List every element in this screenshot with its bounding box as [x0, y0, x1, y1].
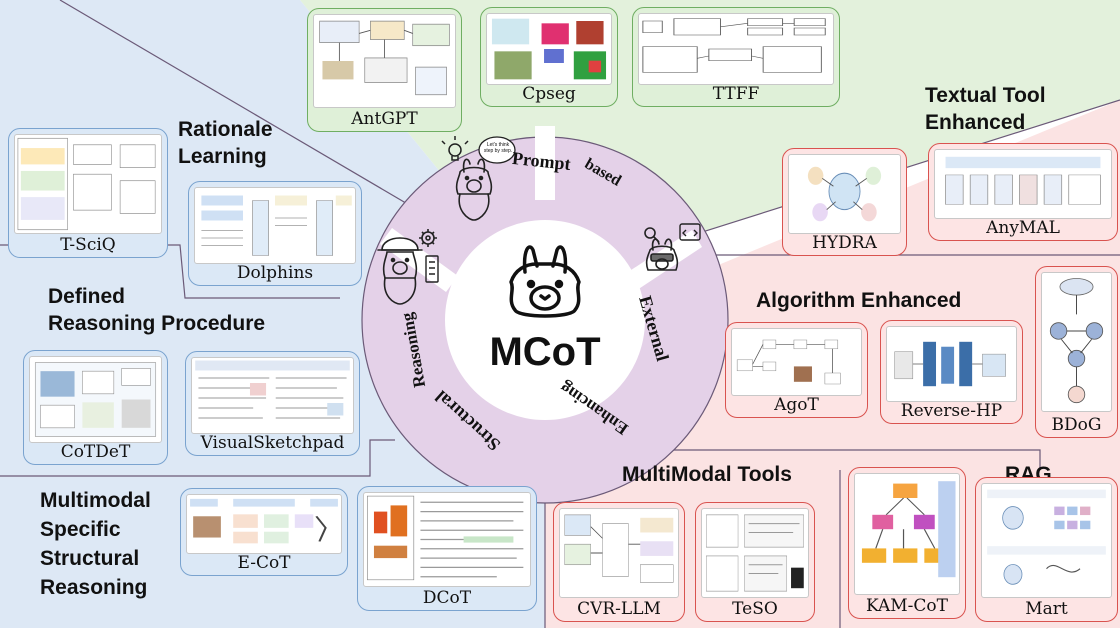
- ring-divider-top: [535, 126, 555, 200]
- method-label: BDoG: [1051, 415, 1102, 435]
- method-figure-ecot: [186, 494, 342, 554]
- center-disc: [445, 220, 645, 420]
- method-label: Cpseg: [522, 84, 576, 104]
- method-figure-anymal: [934, 149, 1112, 219]
- method-figure-ttff: [638, 13, 834, 85]
- green-region: [60, 0, 1120, 270]
- method-label: AnyMAL: [986, 218, 1060, 238]
- caption-line: Defined: [48, 285, 126, 308]
- method-figure-dolphins: [194, 187, 356, 264]
- method-figure-kamcot: [854, 473, 960, 595]
- method-card-anymal[interactable]: AnyMAL: [928, 143, 1118, 241]
- caption-line: Textual Tool: [925, 84, 1046, 107]
- method-label: HYDRA: [812, 233, 877, 253]
- method-figure-cpseg: [486, 13, 612, 85]
- method-figure-mart: [981, 483, 1112, 598]
- method-label: CVR-LLM: [577, 599, 661, 619]
- method-label: Reverse-HP: [900, 401, 1003, 421]
- method-label: TTFF: [712, 84, 760, 104]
- method-label: KAM-CoT: [865, 596, 949, 616]
- method-card-mart[interactable]: Mart: [975, 477, 1118, 622]
- method-label: DCoT: [422, 588, 472, 608]
- tool-llama-icon: [645, 238, 679, 271]
- method-figure-bdog: [1041, 272, 1112, 412]
- method-label: VisualSketchpad: [200, 433, 345, 453]
- caption-line: Specific: [40, 518, 121, 541]
- method-card-antgpt[interactable]: AntGPT: [307, 8, 462, 132]
- caption-line: Reasoning: [40, 576, 148, 599]
- gear-icon: [419, 229, 437, 247]
- hardhat-llama-icon: [377, 237, 423, 305]
- method-card-dolphins[interactable]: Dolphins: [188, 181, 362, 286]
- lightbulb-icon: [441, 136, 469, 161]
- method-figure-teso: [701, 508, 809, 598]
- blueprint-icon: [425, 255, 439, 283]
- method-card-cotdet[interactable]: CoTDeT: [23, 350, 168, 465]
- method-card-reversehp[interactable]: Reverse-HP: [880, 320, 1023, 424]
- method-label: Mart: [1025, 599, 1068, 619]
- caption-line: Reasoning Procedure: [48, 312, 266, 335]
- caption-line: Multimodal: [40, 489, 151, 512]
- method-figure-reversehp: [886, 326, 1017, 402]
- category-defined-reasoning: Defined Reasoning Procedure: [48, 283, 265, 337]
- method-card-teso[interactable]: TeSO: [695, 502, 815, 622]
- category-textual-tool: Textual Tool Enhanced: [925, 82, 1046, 136]
- divider-line-defined: [0, 439, 395, 477]
- method-label: AgoT: [774, 395, 819, 415]
- method-label: AntGPT: [351, 109, 418, 129]
- method-label: TeSO: [732, 599, 778, 619]
- caption-line: Learning: [178, 145, 267, 168]
- method-card-kamcot[interactable]: KAM-CoT: [848, 467, 966, 619]
- thinking-llama-icon: [455, 158, 493, 221]
- center-title: MCoT: [489, 330, 601, 374]
- method-label: Dolphins: [236, 263, 314, 283]
- speech-bubble-text: Let's think step by step.: [483, 142, 513, 154]
- caption-line: Rationale: [178, 118, 273, 141]
- method-card-visualsketchpad[interactable]: VisualSketchpad: [185, 351, 360, 456]
- category-rationale-learning: Rationale Learning: [178, 116, 273, 170]
- speech-bubble: [478, 136, 516, 164]
- method-figure-agot: [731, 328, 862, 396]
- method-card-agot[interactable]: AgoT: [725, 322, 868, 418]
- caption-line: Structural: [40, 547, 140, 570]
- method-figure-antgpt: [313, 14, 456, 108]
- method-card-ttff[interactable]: TTFF: [632, 7, 840, 107]
- method-figure-visualsketchpad: [191, 357, 354, 434]
- method-card-dcot[interactable]: DCoT: [357, 486, 537, 611]
- method-card-cvrllm[interactable]: CVR-LLM: [553, 502, 685, 622]
- method-card-hydra[interactable]: HYDRA: [782, 148, 907, 256]
- method-card-cpseg[interactable]: Cpseg: [480, 7, 618, 107]
- method-figure-cvrllm: [559, 508, 679, 598]
- method-figure-cotdet: [29, 356, 162, 443]
- code-window-icon: [679, 223, 701, 241]
- category-multimodal-tools: MultiModal Tools: [622, 463, 792, 486]
- method-label: E-CoT: [237, 553, 291, 573]
- category-multimodal-structural: Multimodal Specific Structural Reasoning: [40, 486, 151, 602]
- magnifier-icon: [644, 227, 660, 243]
- method-label: T-SciQ: [60, 235, 116, 255]
- category-algorithm-enhanced: Algorithm Enhanced: [756, 289, 962, 312]
- method-figure-hydra: [788, 154, 901, 234]
- method-label: CoTDeT: [60, 442, 131, 462]
- method-figure-tsciq: [14, 134, 162, 234]
- method-card-bdog[interactable]: BDoG: [1035, 266, 1118, 438]
- method-card-ecot[interactable]: E-CoT: [180, 488, 348, 576]
- llama-logo-icon: [509, 245, 581, 318]
- caption-line: Enhanced: [925, 111, 1026, 134]
- method-figure-dcot: [363, 492, 531, 587]
- divider-line-algorithm: [545, 449, 1041, 470]
- method-card-tsciq[interactable]: T-SciQ: [8, 128, 168, 258]
